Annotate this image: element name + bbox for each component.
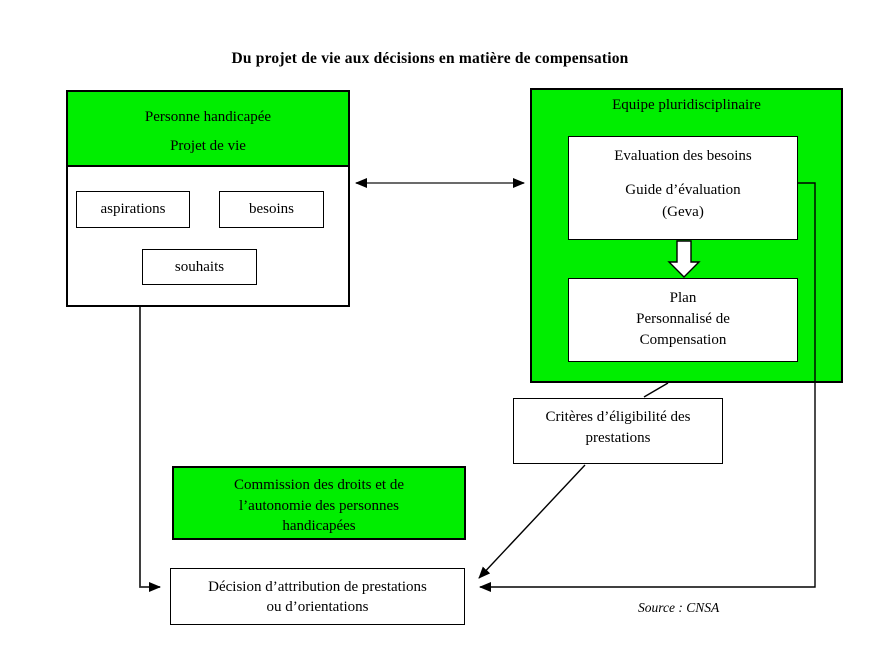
plan-line3: Compensation (639, 332, 727, 348)
plan-box: Plan Personnalisé de Compensation (568, 278, 798, 362)
decision-box: Décision d’attribution de prestations ou… (170, 568, 465, 625)
person-header-line1: Personne handicapée (144, 109, 272, 125)
souhaits-label: souhaits (174, 258, 225, 275)
aspirations-box: aspirations (76, 191, 190, 228)
evaluation-box: Evaluation des besoins Guide d’évaluatio… (568, 136, 798, 240)
criteria-line2: prestations (585, 430, 651, 446)
commission-line2: l’autonomie des personnes (239, 497, 399, 514)
evaluation-line1: Evaluation des besoins (614, 148, 752, 164)
line-team-to-criteria (643, 382, 669, 398)
diagram-title: Du projet de vie aux décisions en matièr… (231, 50, 629, 67)
arrow-person-to-decision (139, 307, 161, 592)
aspirations-label: aspirations (100, 201, 166, 217)
commission-box: Commission des droits et de l’autonomie … (172, 466, 466, 540)
team-panel-title: Equipe pluridisciplinaire (612, 97, 761, 113)
commission-line3: handicapées (282, 518, 356, 534)
decision-line2: ou d’orientations (266, 599, 369, 615)
evaluation-line3: (Geva) (662, 204, 704, 220)
criteria-box: Critères d’éligibilité des prestations (513, 398, 723, 464)
person-panel-header: Personne handicapée Projet de vie (66, 90, 350, 167)
plan-line2: Personnalisé de (636, 311, 730, 327)
evaluation-spacer (569, 167, 797, 179)
besoins-box: besoins (219, 191, 324, 228)
person-panel-body: aspirations besoins souhaits (66, 167, 350, 307)
souhaits-box: souhaits (142, 249, 257, 285)
arrow-criteria-to-decision (478, 464, 586, 579)
decision-line1: Décision d’attribution de prestations (208, 579, 427, 595)
plan-line1: Plan (669, 290, 697, 306)
criteria-line1: Critères d’éligibilité des (545, 409, 691, 425)
commission-line1: Commission des droits et de (234, 477, 404, 493)
source-label: Source : CNSA (638, 600, 720, 615)
evaluation-line2: Guide d’évaluation (625, 182, 741, 198)
person-header-line2: Projet de vie (170, 138, 246, 154)
besoins-label: besoins (249, 201, 294, 217)
team-panel: Equipe pluridisciplinaire Evaluation des… (530, 88, 843, 383)
